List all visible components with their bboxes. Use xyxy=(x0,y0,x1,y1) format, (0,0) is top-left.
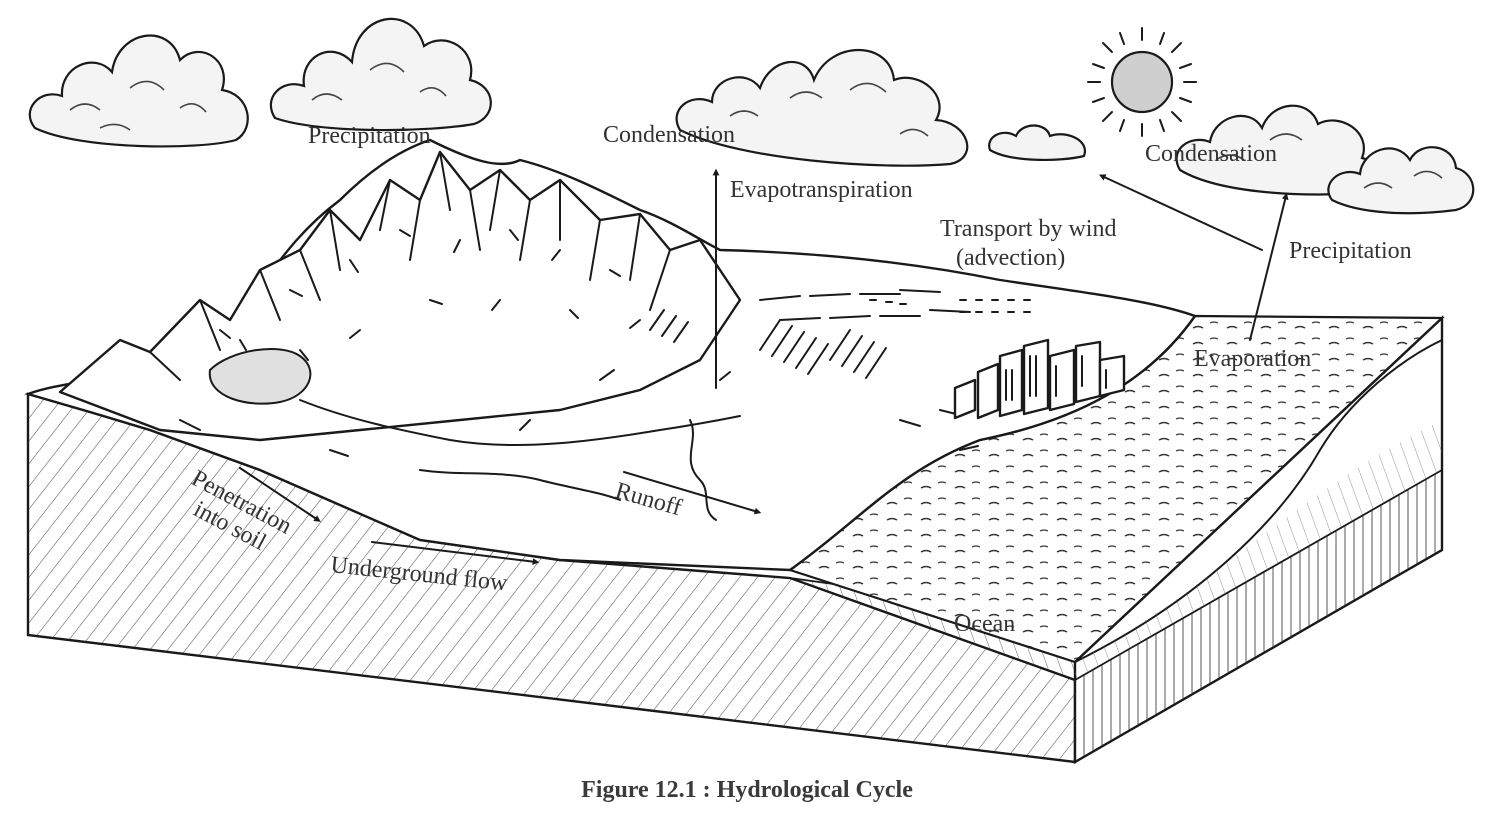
cloud-icon xyxy=(675,48,969,167)
label-transport-line1: Transport by wind xyxy=(940,216,1116,242)
label-precipitation-right: Precipitation xyxy=(1289,238,1412,264)
arrow-icon xyxy=(239,467,321,522)
arrow-icon xyxy=(1098,174,1263,251)
cloud-icon xyxy=(988,124,1087,162)
label-evapotranspiration: Evapotranspiration xyxy=(730,177,913,203)
label-condensation-right: Condensation xyxy=(1145,141,1277,167)
arrow-icon xyxy=(371,541,540,565)
label-precipitation-left: Precipitation xyxy=(308,123,431,149)
arrow-icon xyxy=(623,471,762,515)
sun-icon xyxy=(1087,27,1197,137)
cloud-icon xyxy=(28,34,249,148)
label-evaporation: Evaporation xyxy=(1194,346,1311,372)
label-transport-line2: (advection) xyxy=(956,245,1065,271)
cloud-icon xyxy=(269,17,492,132)
land-surface xyxy=(24,138,1197,572)
label-condensation-center: Condensation xyxy=(603,122,735,148)
figure-caption: Figure 12.1 : Hydrological Cycle xyxy=(581,777,913,803)
city-icon xyxy=(953,338,1126,420)
label-ocean: Ocean xyxy=(954,611,1015,637)
cloud-icon xyxy=(1327,146,1475,215)
arrow-icon xyxy=(1249,192,1289,341)
